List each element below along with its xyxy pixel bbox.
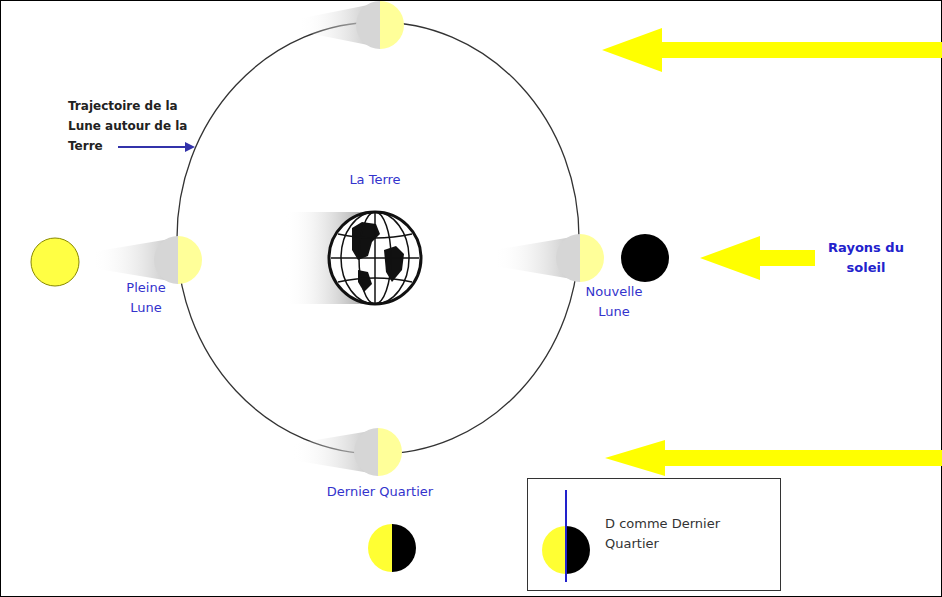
sun xyxy=(31,238,79,286)
last-quarter-appearance xyxy=(368,524,416,572)
orbit-label: Trajectoire de la Lune autour de la Terr… xyxy=(68,96,208,156)
earth-globe xyxy=(329,212,421,304)
leader-arrowhead xyxy=(185,142,195,152)
phase-label: Pleine Lune xyxy=(116,278,176,318)
earth-label: La Terre xyxy=(315,170,435,190)
moon-positions xyxy=(92,1,604,476)
phase-label: Nouvelle Lune xyxy=(577,282,651,322)
sun-rays-label: Rayons du soleil xyxy=(824,238,908,278)
sun-ray-arrows xyxy=(602,28,942,476)
moon-orbit xyxy=(177,22,579,454)
legend-moon-symbol xyxy=(542,490,590,582)
legend-box xyxy=(528,479,781,591)
leader-line xyxy=(118,146,188,148)
legend-text: D comme Dernier Quartier xyxy=(605,514,765,554)
phase-label: Dernier Quartier xyxy=(300,482,460,502)
new-moon-appearance xyxy=(621,234,669,282)
